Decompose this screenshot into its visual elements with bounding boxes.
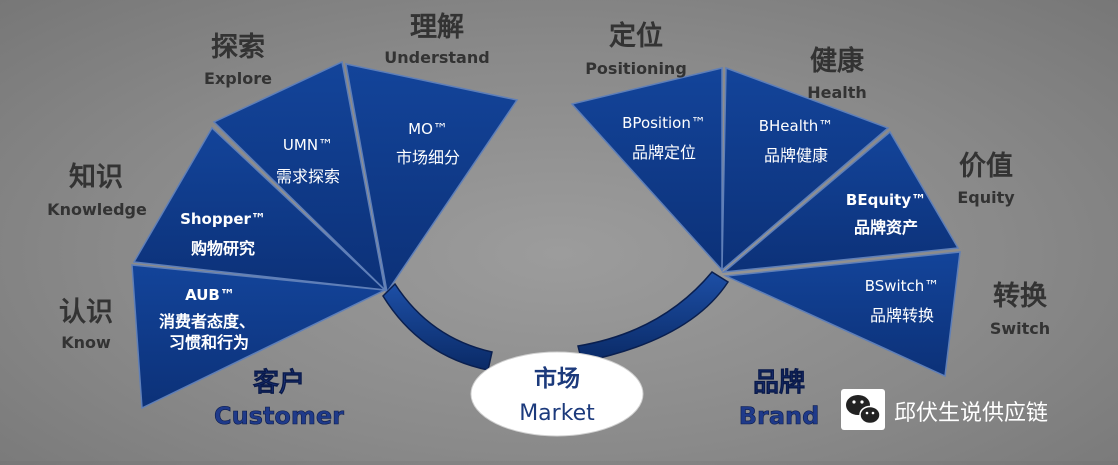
market-node: 市场 Market [470,351,644,437]
market-zh: 市场 [534,365,580,392]
know-en: Know [61,333,111,352]
aub-sub1: 消费者态度、 [159,312,255,331]
bposition-title: BPosition™ [622,114,706,132]
understand-zh: 理解 [410,12,464,43]
health-en: Health [807,83,867,102]
knowledge-zh: 知识 [69,162,123,193]
shopper-title: Shopper™ [180,210,266,228]
wechat-bubbles [846,395,881,425]
know-zh: 认识 [59,297,113,328]
segment-health [721,66,890,272]
watermark-text: 邱伏生说供应链 [894,401,1048,426]
segment-positioning [570,67,723,272]
customer-zh: 客户 [253,367,305,398]
bhealth-sub1: 品牌健康 [764,146,828,165]
segment-understand [345,63,519,294]
bswitch-sub1: 品牌转换 [870,306,934,325]
understand-en: Understand [384,48,489,67]
left-arc [382,282,493,371]
umn-title: UMN™ [283,136,333,154]
bequity-title: BEquity™ [846,191,926,209]
segment-switch [723,251,961,378]
bhealth-title: BHealth™ [759,117,834,135]
health-zh: 健康 [810,45,865,77]
explore-en: Explore [204,69,272,88]
switch-en: Switch [990,319,1050,338]
brand-zh: 品牌 [753,367,805,398]
equity-zh: 价值 [959,151,1013,182]
bswitch-title: BSwitch™ [865,277,940,295]
brand-fan [570,66,961,378]
watermark: 邱伏生说供应链 [841,389,1048,430]
explore-zh: 探索 [211,32,265,63]
mo-sub1: 市场细分 [396,148,460,167]
equity-en: Equity [957,188,1015,207]
customer-fan [131,60,519,410]
right-arc [577,271,730,363]
segment-equity [721,130,960,273]
segment-knowledge [132,126,388,291]
positioning-en: Positioning [585,59,687,78]
switch-zh: 转换 [993,281,1048,312]
brand-en: Brand [739,402,820,430]
customer-en: Customer [214,402,344,430]
aub-sub2: 习惯和行为 [169,333,249,352]
segment-know [131,264,388,410]
knowledge-en: Knowledge [47,200,147,219]
market-en: Market [519,401,595,426]
segment-explore [212,60,387,293]
shopper-sub1: 购物研究 [191,239,255,258]
bequity-sub1: 品牌资产 [854,218,918,237]
bposition-sub1: 品牌定位 [632,143,696,162]
positioning-zh: 定位 [609,20,663,52]
aub-title: AUB™ [185,286,235,304]
mo-title: MO™ [408,120,448,138]
umn-sub1: 需求探索 [276,167,340,186]
